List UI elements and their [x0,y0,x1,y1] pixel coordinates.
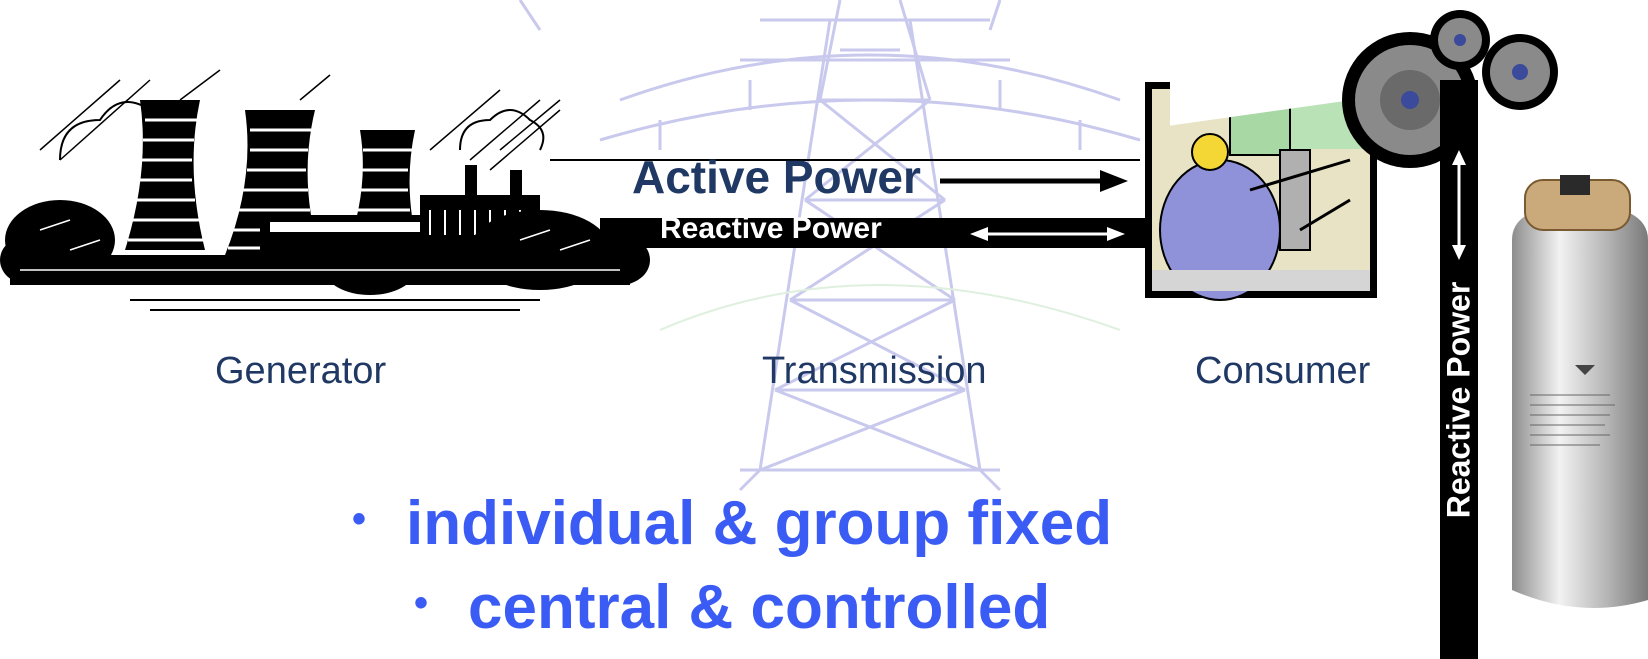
active-power-line [550,159,1140,192]
bullet-dot-icon: • [352,497,367,542]
bullet-text: central & controlled [468,573,1051,642]
bullet-text: individual & group fixed [406,489,1113,558]
bullet-item: • central & controlled [414,572,1050,643]
reactive-power-vertical-label: Reactive Power [1440,281,1477,519]
power-plant-illustration [0,69,650,311]
active-power-label: Active Power [632,151,921,203]
reactive-power-label: Reactive Power [660,212,882,245]
consumer-label: Consumer [1195,350,1371,392]
bullet-item: • individual & group fixed [352,488,1112,559]
consumer-illustration [1145,37,1377,301]
bullet-dot-icon: • [414,581,429,626]
reactive-power-bar [600,218,1150,248]
reactive-power-vertical-bar [1440,80,1478,659]
generator-label: Generator [215,350,387,392]
capacitor-illustration [1512,175,1648,608]
transmission-label: Transmission [762,350,987,392]
